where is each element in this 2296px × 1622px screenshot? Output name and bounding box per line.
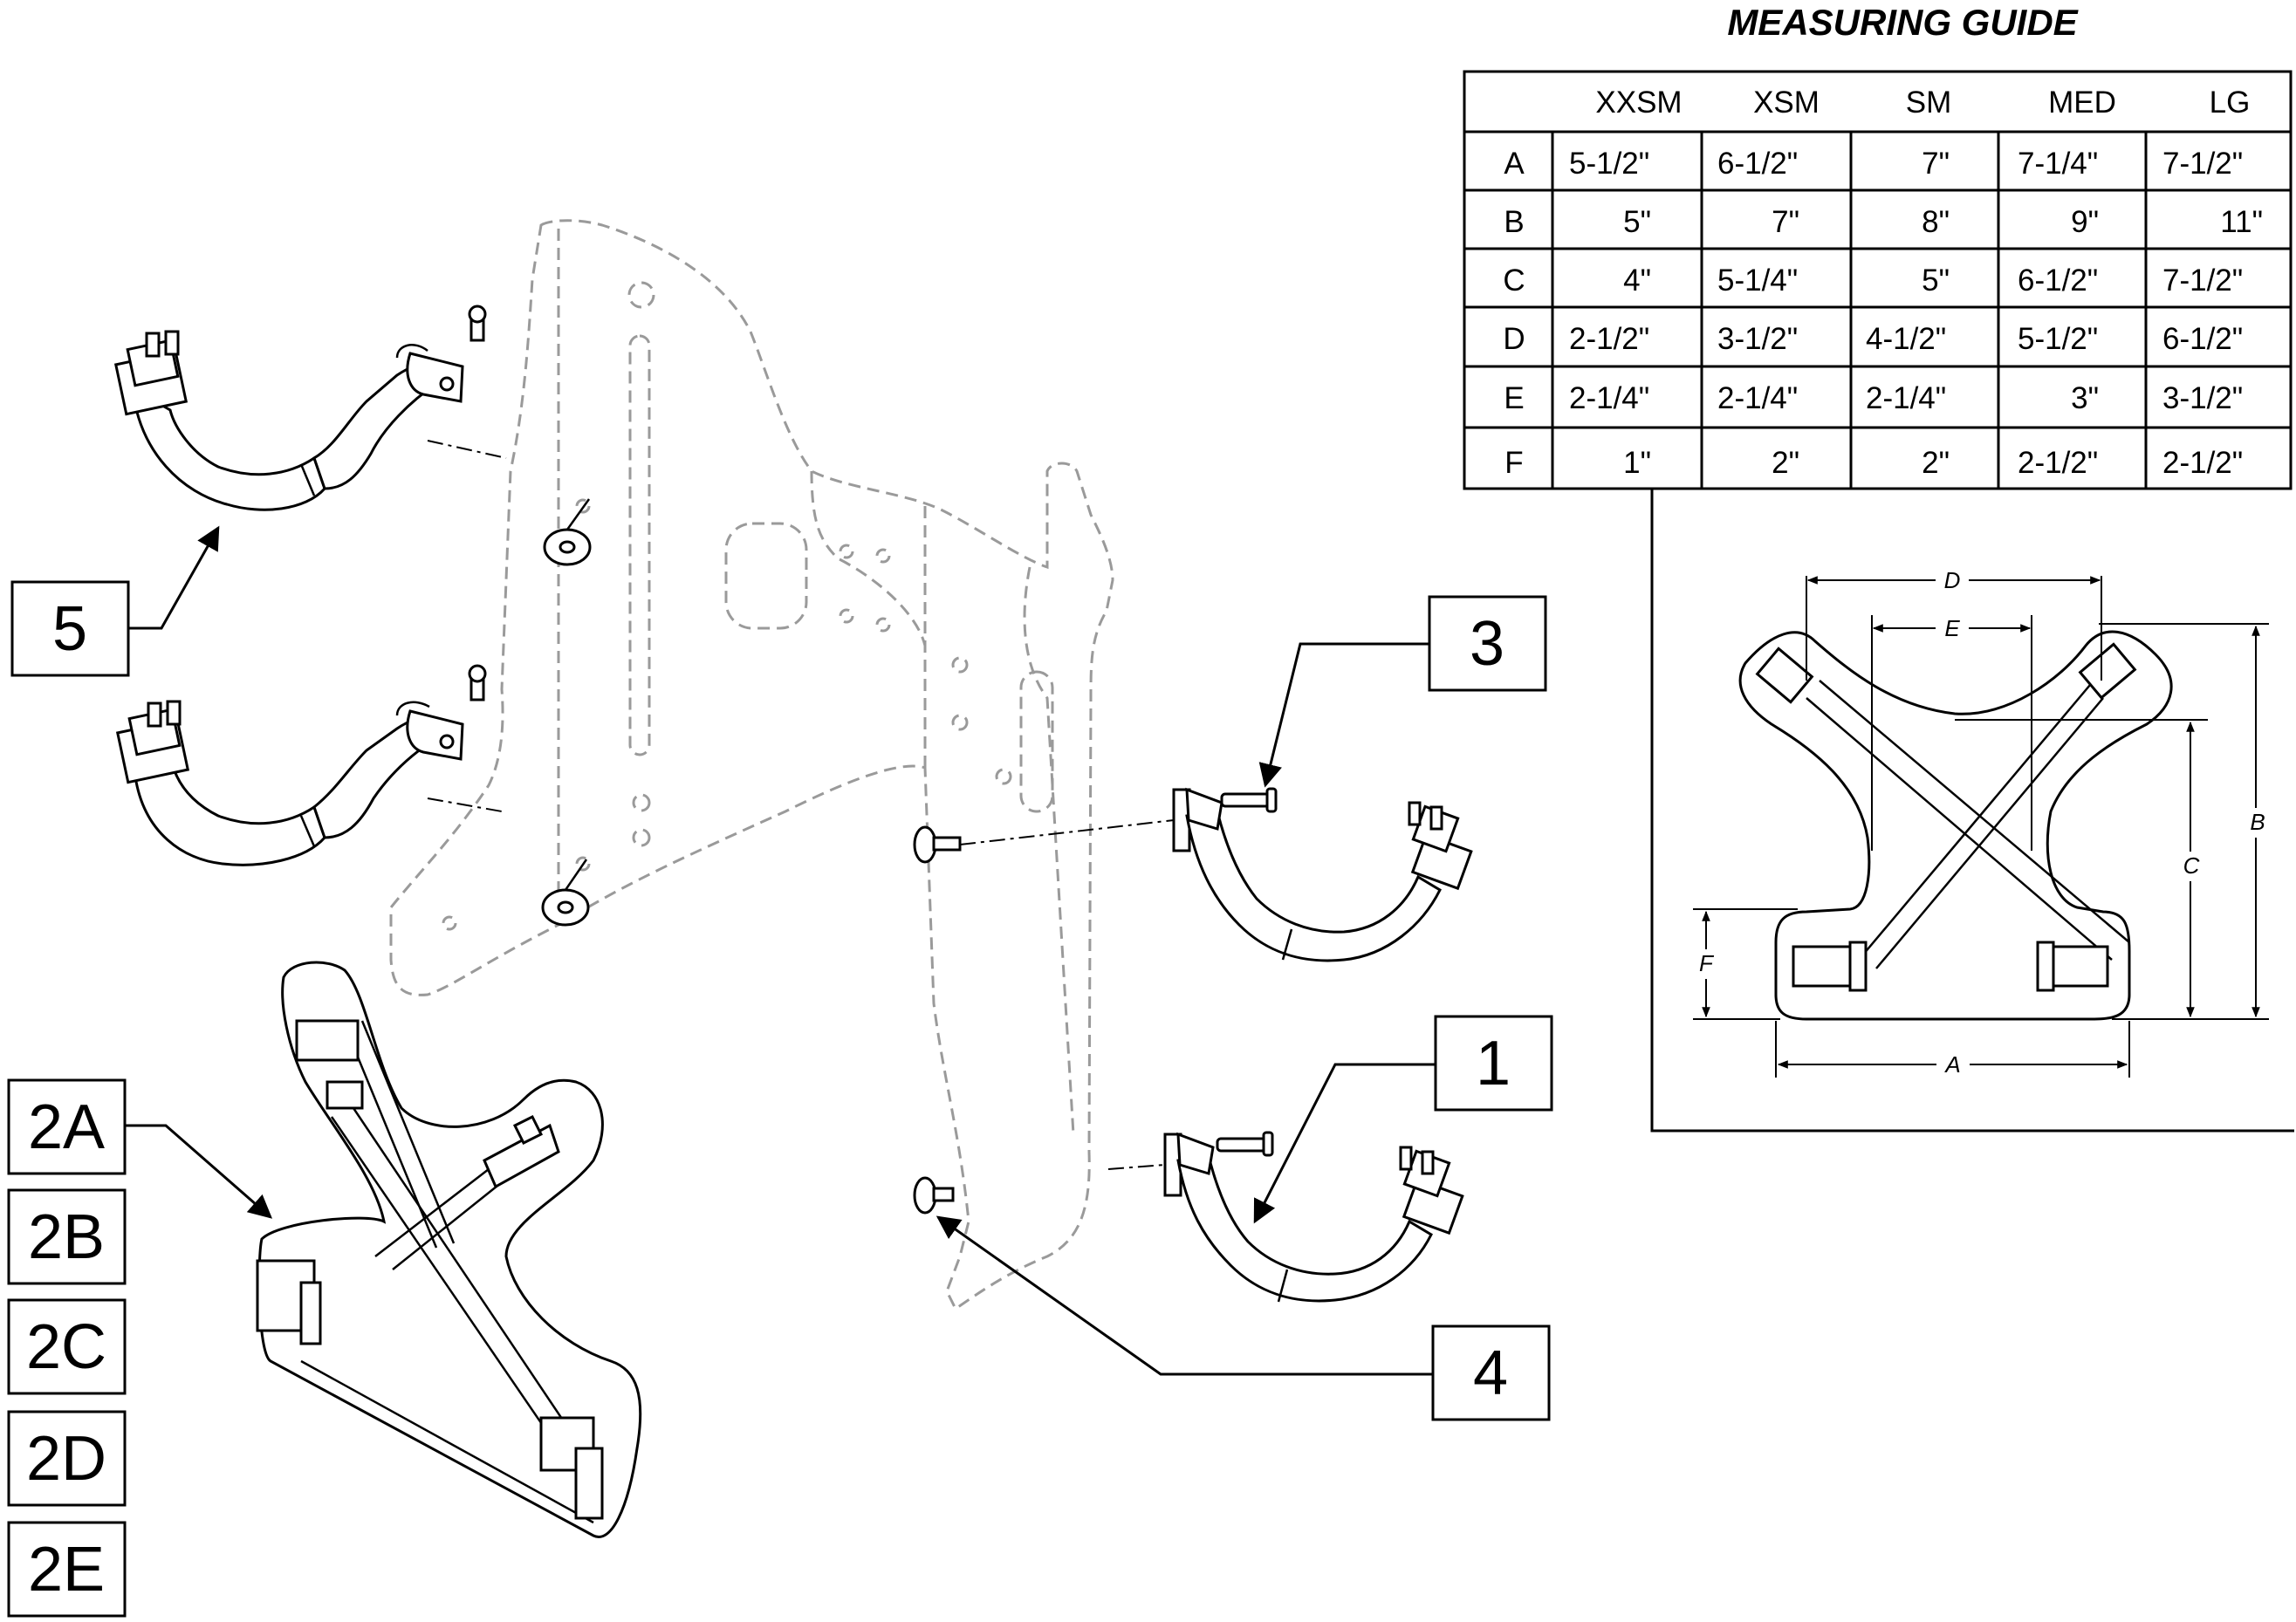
table-cell: 6-1/2" xyxy=(1717,147,1798,181)
table-cell: 2-1/2" xyxy=(1569,322,1649,356)
measuring-guide-table: XXSM XSM SM MED LG A 5-1/2" 6-1/2" 7" 7-… xyxy=(1463,70,2293,490)
row-label: A xyxy=(1504,147,1525,181)
table-cell: 7" xyxy=(1772,205,1799,239)
table-cell: 4" xyxy=(1623,263,1651,298)
table-cell: 7-1/4" xyxy=(2018,147,2098,181)
shoulder-strap-upper xyxy=(113,305,487,511)
table-cell: 2-1/4" xyxy=(1866,381,1946,415)
table-cell: 6-1/2" xyxy=(2162,322,2243,356)
table-cell: 7" xyxy=(1922,147,1950,181)
dimension-b-label: B xyxy=(2250,809,2265,835)
callout-2d-label: 2D xyxy=(26,1424,106,1494)
table-cell: 8" xyxy=(1922,205,1950,239)
table-cell: 6-1/2" xyxy=(2018,263,2098,298)
seat-back-plate-outline xyxy=(389,219,1114,1311)
chest-harness-pad xyxy=(256,961,642,1538)
dimension-a-label: A xyxy=(1943,1051,1960,1078)
col-header: XSM xyxy=(1753,86,1820,120)
callout-1: 1 xyxy=(1434,1015,1553,1112)
callout-3-label: 3 xyxy=(1470,609,1504,679)
callout-2e: 2E xyxy=(7,1521,127,1618)
table-cell: 5" xyxy=(1623,205,1651,239)
table-cell: 5-1/2" xyxy=(1569,147,1649,181)
dimension-f-label: F xyxy=(1699,950,1715,976)
table-cell: 2-1/4" xyxy=(1717,381,1798,415)
col-header: MED xyxy=(2048,86,2116,120)
table-cell: 2-1/4" xyxy=(1569,381,1649,415)
callout-2a-label: 2A xyxy=(28,1092,105,1162)
table-cell: 4-1/2" xyxy=(1866,322,1946,356)
callout-2d: 2D xyxy=(7,1410,127,1507)
row-label: E xyxy=(1504,381,1524,415)
measuring-guide-title: MEASURING GUIDE xyxy=(1727,2,2079,43)
table-cell: 5-1/4" xyxy=(1717,263,1798,298)
bolt-icon xyxy=(913,825,962,864)
measuring-diagram: D E B C F A xyxy=(1650,489,2294,1133)
table-cell: 1" xyxy=(1623,446,1651,480)
table-cell: 2-1/2" xyxy=(2162,446,2243,480)
col-header: LG xyxy=(2210,86,2251,120)
table-cell: 7-1/2" xyxy=(2162,147,2243,181)
table-cell: 2-1/2" xyxy=(2018,446,2098,480)
table-cell: 9" xyxy=(2071,205,2099,239)
row-label: F xyxy=(1504,446,1523,480)
strap-3 xyxy=(1172,787,1473,962)
callout-2c-label: 2C xyxy=(26,1312,106,1382)
callout-5: 5 xyxy=(10,580,130,677)
callout-2b: 2B xyxy=(7,1188,127,1285)
table-cell: 2" xyxy=(1772,446,1799,480)
bolt-icon xyxy=(913,1176,955,1215)
callout-3: 3 xyxy=(1428,595,1547,692)
shoulder-strap-lower xyxy=(115,664,487,866)
strap-1 xyxy=(1163,1131,1464,1303)
row-label: D xyxy=(1503,322,1525,356)
callout-4: 4 xyxy=(1431,1324,1551,1421)
washer-icon xyxy=(541,498,592,927)
callout-5-label: 5 xyxy=(52,594,87,664)
dimension-e-label: E xyxy=(1944,615,1960,641)
table-cell: 3-1/2" xyxy=(2162,381,2243,415)
row-label: C xyxy=(1503,263,1525,298)
table-cell: 7-1/2" xyxy=(2162,263,2243,298)
callout-2b-label: 2B xyxy=(28,1202,105,1272)
table-cell: 5-1/2" xyxy=(2018,322,2098,356)
callout-2a: 2A xyxy=(7,1078,127,1175)
table-cell: 2" xyxy=(1922,446,1950,480)
table-cell: 5" xyxy=(1922,263,1950,298)
dimension-c-label: C xyxy=(2183,852,2200,879)
table-cell: 3-1/2" xyxy=(1717,322,1798,356)
dimension-d-label: D xyxy=(1944,567,1961,593)
col-header: XXSM xyxy=(1595,86,1682,120)
callout-2e-label: 2E xyxy=(28,1535,105,1605)
callout-2c: 2C xyxy=(7,1298,127,1395)
row-label: B xyxy=(1504,205,1524,239)
callout-4-label: 4 xyxy=(1473,1338,1508,1408)
col-header: SM xyxy=(1906,86,1952,120)
callout-1-label: 1 xyxy=(1476,1029,1511,1098)
table-cell: 3" xyxy=(2071,381,2099,415)
table-cell: 11" xyxy=(2220,205,2263,239)
